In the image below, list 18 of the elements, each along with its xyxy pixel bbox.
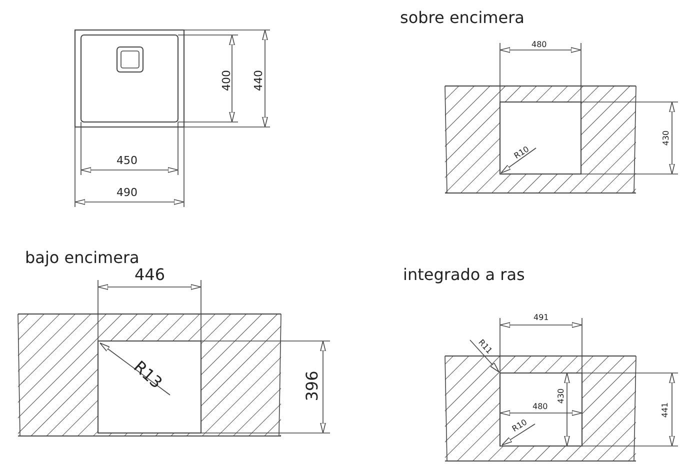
radius-value: R10 [511,418,529,434]
view-title: integrado a ras [403,267,525,283]
view-title: bajo encimera [25,250,140,266]
view-title: sobre encimera [400,10,524,26]
dimension-value: 441 [661,402,670,418]
dimension-value: 446 [134,267,166,283]
dimension-value: 480 [532,41,547,49]
dimension-value: 450 [116,154,138,166]
dimension-value: 490 [116,186,138,198]
dimension-value: 430 [557,388,566,404]
dimension-value: 430 [662,130,670,146]
dimension-value: 480 [532,403,548,411]
radius-value: R10 [513,145,531,161]
radius-value: R13 [130,358,164,392]
dimension-value: 400 [220,70,232,90]
dimension-value: 396 [304,370,320,402]
dimension-value: 440 [252,70,264,90]
dimension-value: 491 [534,314,549,322]
